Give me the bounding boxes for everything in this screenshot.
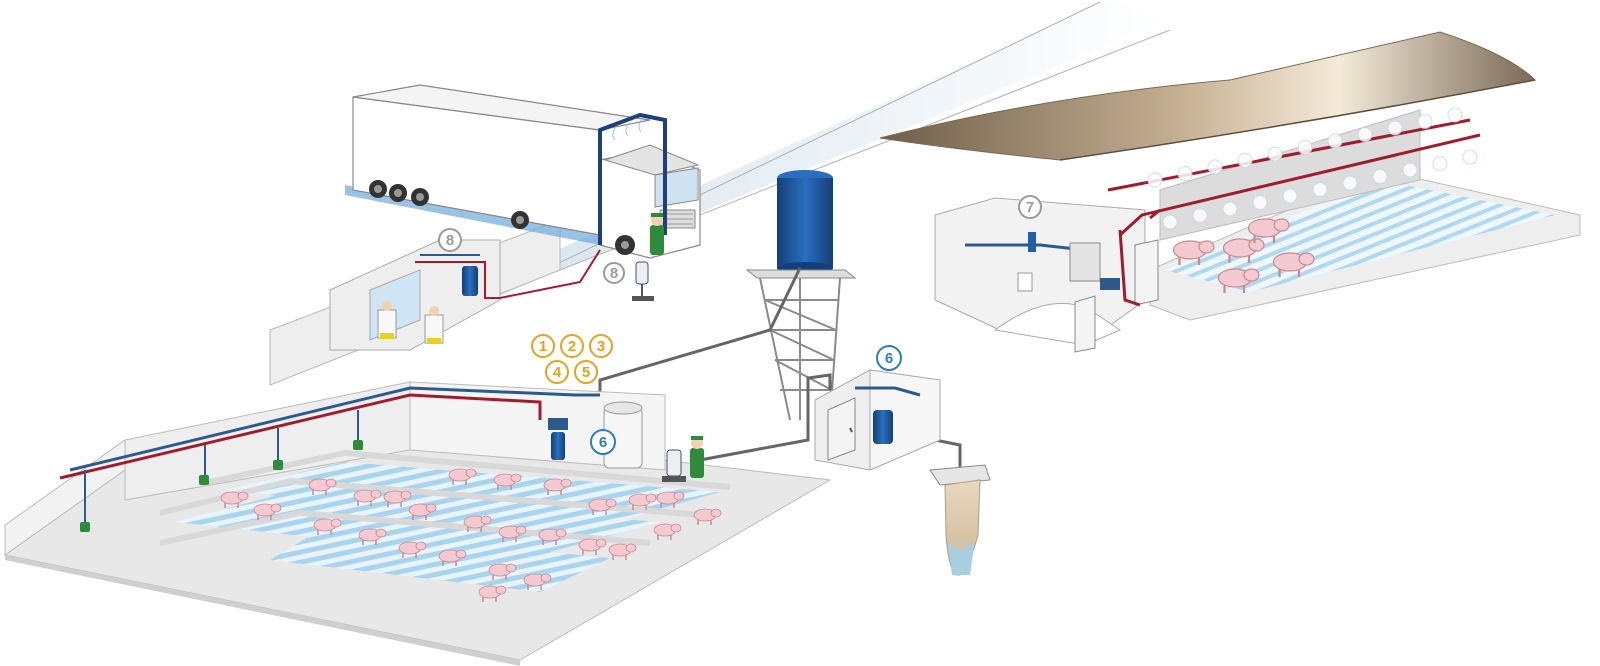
pumphouse [814,369,941,471]
tank-icon [873,410,893,444]
pig-icon [1222,238,1265,263]
sprayer-icon [632,261,654,301]
mist-nozzle [1192,208,1208,223]
sprayer-icon [662,449,686,482]
svg-text:3: 3 [597,338,605,355]
pig-group-barn [1172,218,1315,293]
mist-nozzle [1237,153,1253,168]
tank-icon [551,432,565,460]
mist-nozzle [1162,214,1178,230]
svg-text:6: 6 [885,350,893,367]
pig-icon [220,491,249,508]
pig-icon [656,491,685,508]
svg-text:6: 6 [599,434,607,451]
pigpen [3,381,832,666]
barn-roof [879,31,1537,161]
washroom [329,239,601,351]
pig-icon [313,518,342,535]
mist-nozzle [1432,156,1448,171]
pig-icon [523,573,552,590]
mist-nozzle [1207,159,1223,175]
pig-icon [488,563,517,580]
pig-icon [1172,240,1215,265]
mist-nozzle [1297,140,1313,155]
pig-icon [608,543,637,560]
pig-icon [398,541,427,558]
badge-2: 2 [560,334,584,358]
pig-icon [353,489,382,506]
svg-text:7: 7 [1026,199,1034,216]
pig-icon [493,473,522,490]
mist-nozzle [1402,162,1418,178]
mist-nozzle [1177,166,1193,181]
svg-text:1: 1 [539,338,547,355]
well-icon [929,464,991,576]
pig-icon [543,478,572,495]
pig-icon [628,493,657,510]
mist-nozzle [1327,133,1343,149]
badge-7-barn: 7 [1018,195,1042,219]
badge-3: 3 [589,334,613,358]
mist-nozzle [1357,127,1373,142]
pig-icon [1217,268,1260,293]
truck-icon [345,84,701,259]
mist-nozzle [1342,175,1358,191]
pig-icon [308,478,337,495]
mist-nozzles [1147,107,1478,230]
mist-nozzle [1312,182,1328,197]
badge-1: 1 [531,334,555,358]
pig-icon [438,549,467,566]
pig-icon [408,503,437,520]
mist-nozzle [1462,149,1478,165]
svg-text:5: 5 [582,364,590,381]
badge-5: 5 [574,360,598,384]
svg-text:2: 2 [568,338,576,355]
svg-text:8: 8 [610,265,618,282]
badge-4: 4 [545,360,569,384]
mist-nozzle [1267,146,1283,162]
tank-icon [1028,232,1036,252]
pig-icon [578,538,607,555]
pig-icon [358,528,387,545]
pig-icon [253,503,282,520]
mist-nozzle [1252,195,1268,210]
badge-8-truck: 8 [603,262,625,284]
barn [934,107,1581,353]
badge-6-pumphouse: 6 [876,345,902,371]
mist-nozzle [1447,107,1463,123]
mist-nozzle [1372,169,1388,184]
svg-text:8: 8 [446,232,454,249]
mist-nozzle [1387,120,1403,136]
svg-text:4: 4 [553,364,562,381]
mist-nozzle [1222,201,1238,217]
pig-icon [448,468,477,485]
water-tower-icon [745,170,857,421]
pig-icon [653,523,682,540]
pig-icon [478,585,507,602]
tank-icon [462,266,478,296]
pig-icon [588,498,617,515]
pig-icon [1247,218,1290,243]
mist-nozzle [1282,188,1298,204]
mist-nozzle [1417,114,1433,129]
worker-icon [690,436,704,478]
pig-group-pen [220,468,722,602]
pig-icon [693,508,722,525]
badge-6-pigpen: 6 [590,429,616,455]
mist-nozzle [1147,172,1163,188]
pig-icon [1272,252,1315,277]
pig-icon [538,528,567,545]
pig-icon [383,490,412,507]
badge-8-washroom: 8 [438,228,462,252]
worker-icon [650,213,664,255]
pig-icon [463,515,492,532]
pig-icon [498,525,527,542]
